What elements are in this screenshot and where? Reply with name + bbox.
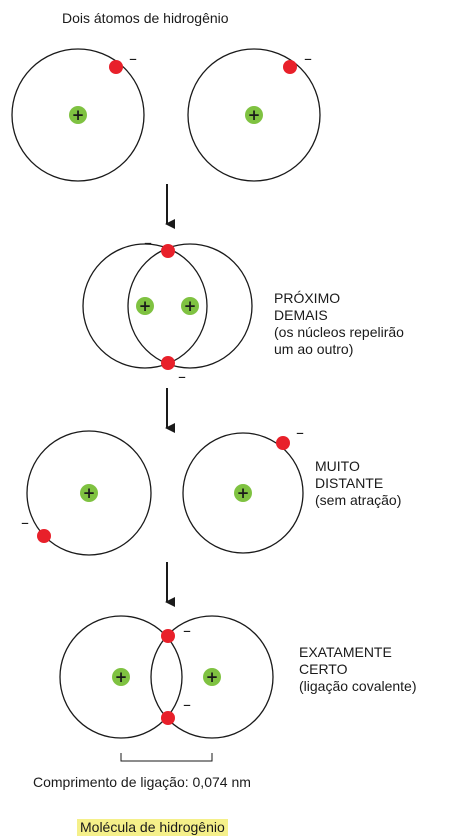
label-line: PRÓXIMO — [274, 290, 341, 306]
electron-right — [276, 436, 290, 450]
plus-sign: + — [115, 668, 128, 686]
nucleus-left — [80, 484, 98, 502]
plus-sign: + — [83, 484, 96, 502]
plus-sign: + — [248, 106, 261, 124]
orbit-right — [127, 243, 253, 369]
minus-sign: – — [304, 49, 312, 68]
electron — [109, 60, 123, 74]
orbit-left — [26, 430, 152, 556]
plus-sign: + — [72, 106, 85, 124]
row-too-far: + – + – — [21, 423, 304, 556]
molecule-name-label: Molécula de hidrogênio — [77, 819, 228, 836]
orbit-left — [59, 615, 183, 739]
label-line: MUITO — [315, 458, 360, 474]
nucleus-right — [234, 484, 252, 502]
atom-left: + – — [11, 48, 145, 182]
electron-bottom — [161, 711, 175, 725]
row-too-close: + + – – — [82, 233, 253, 386]
atom-right: + – — [187, 48, 321, 182]
electron-top — [161, 244, 175, 258]
orbit — [11, 48, 145, 182]
label-line: (ligação covalente) — [299, 678, 417, 694]
minus-sign: – — [178, 367, 186, 386]
orbit-left — [82, 243, 208, 369]
label-line: EXATAMENTE — [299, 644, 392, 660]
plus-sign: + — [206, 668, 219, 686]
label-line: DISTANTE — [315, 475, 384, 491]
electron-top — [161, 629, 175, 643]
label-line: CERTO — [299, 661, 348, 677]
label-too-far: MUITO DISTANTE (sem atração) — [315, 458, 401, 509]
minus-sign: – — [183, 621, 191, 640]
label-just-right: EXATAMENTE CERTO (ligação covalente) — [299, 644, 417, 695]
minus-sign: – — [129, 49, 137, 68]
nucleus-left — [112, 668, 130, 686]
orbit-right — [150, 615, 274, 739]
plus-sign: + — [184, 297, 197, 315]
nucleus — [245, 106, 263, 124]
minus-sign: – — [183, 695, 191, 714]
orbit-right — [182, 432, 304, 554]
minus-sign: – — [144, 233, 152, 252]
label-line: (os núcleos repelirão — [274, 324, 404, 340]
minus-sign: – — [296, 423, 304, 442]
bond-length-label: Comprimento de ligação: 0,074 nm — [33, 774, 251, 790]
row-just-right: + + – – — [59, 615, 274, 739]
electron-bottom — [161, 356, 175, 370]
label-line: DEMAIS — [274, 307, 328, 323]
label-line: um ao outro) — [274, 341, 354, 357]
minus-sign: – — [21, 513, 29, 532]
orbit — [187, 48, 321, 182]
electron — [283, 60, 297, 74]
nucleus — [69, 106, 87, 124]
bond-length-bracket — [120, 753, 213, 762]
plus-sign: + — [237, 484, 250, 502]
nucleus-right — [181, 297, 199, 315]
nucleus-right — [203, 668, 221, 686]
nucleus-left — [136, 297, 154, 315]
plus-sign: + — [139, 297, 152, 315]
label-line: (sem atração) — [315, 492, 402, 508]
diagram-title: Dois átomos de hidrogênio — [62, 10, 229, 26]
electron-left — [37, 529, 51, 543]
row-separate-atoms: + – + – — [11, 48, 321, 182]
label-too-close: PRÓXIMO DEMAIS (os núcleos repelirão um … — [274, 290, 404, 358]
